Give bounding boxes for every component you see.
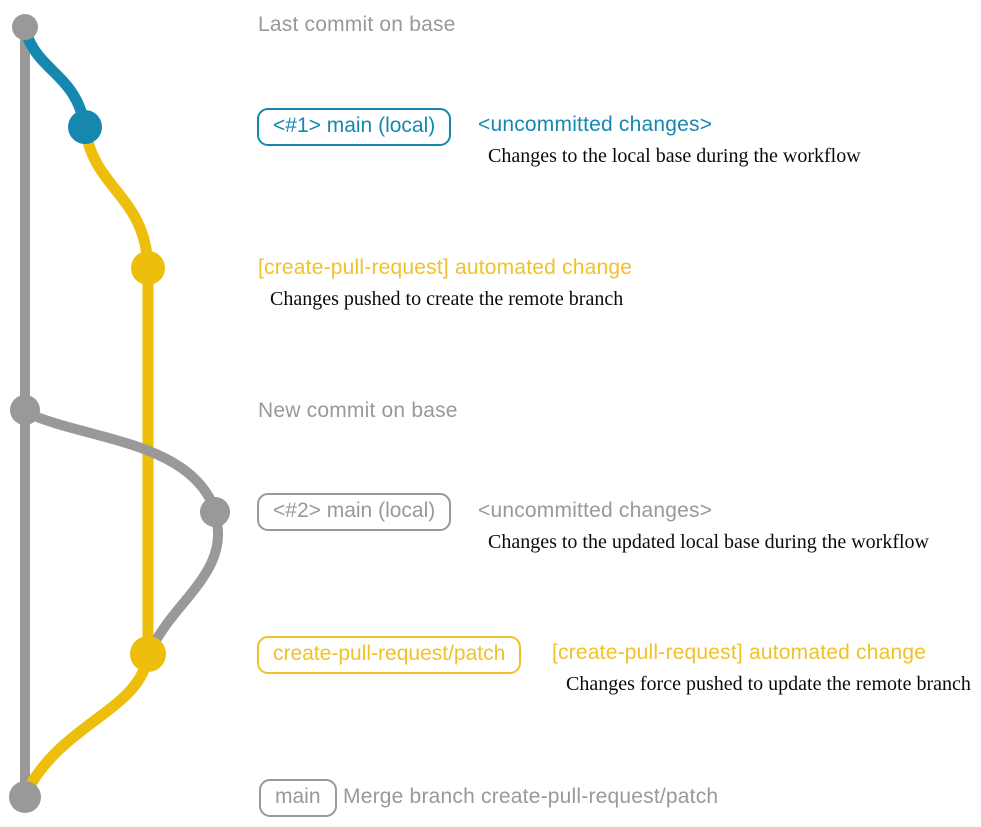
commit-dot-patch-2 <box>130 636 166 672</box>
commit-dot-patch-1 <box>131 251 165 285</box>
commit-message-merge: Merge branch create-pull-request/patch <box>343 785 719 808</box>
branch-tag-main-local-2: <#2> main (local) <box>257 493 452 532</box>
branch-tag-main-local-2-label: <#2> main (local) <box>273 499 436 522</box>
branch-tag-patch: create-pull-request/patch <box>257 636 522 675</box>
branch-tag-main-local-1: <#1> main (local) <box>257 108 452 147</box>
commit-message-automated-change-2: [create-pull-request] automated change <box>552 641 927 664</box>
uncommitted-changes-1: <uncommitted changes> <box>478 113 713 136</box>
patch-branch-out-line <box>79 121 154 274</box>
branch-tag-patch-label: create-pull-request/patch <box>273 642 506 665</box>
note-force-push-remote-branch: Changes force pushed to update the remot… <box>566 673 971 695</box>
note-updated-local-base-changes: Changes to the updated local base during… <box>488 531 929 553</box>
commit-dot-local-main-1 <box>68 110 102 144</box>
commit-dot-base-new <box>10 395 40 425</box>
branch-tag-main-local-1-label: <#1> main (local) <box>273 114 436 137</box>
uncommitted-changes-2: <uncommitted changes> <box>478 499 713 522</box>
commit-dot-base-last <box>12 14 38 40</box>
commit-dot-local-main-2 <box>200 497 230 527</box>
note-push-remote-branch: Changes pushed to create the remote bran… <box>270 288 624 310</box>
branch-tag-main-label: main <box>275 785 321 808</box>
updated-local-main-line <box>20 407 220 515</box>
rebase-into-patch-line <box>147 509 224 653</box>
branch-tag-main: main <box>259 779 337 818</box>
last-commit-heading: Last commit on base <box>258 13 456 36</box>
patch-merge-line <box>20 648 154 799</box>
new-commit-heading: New commit on base <box>258 399 458 422</box>
note-local-base-changes: Changes to the local base during the wor… <box>488 145 861 167</box>
commit-dot-merge <box>9 781 41 813</box>
commit-message-automated-change-1: [create-pull-request] automated change <box>258 256 633 279</box>
